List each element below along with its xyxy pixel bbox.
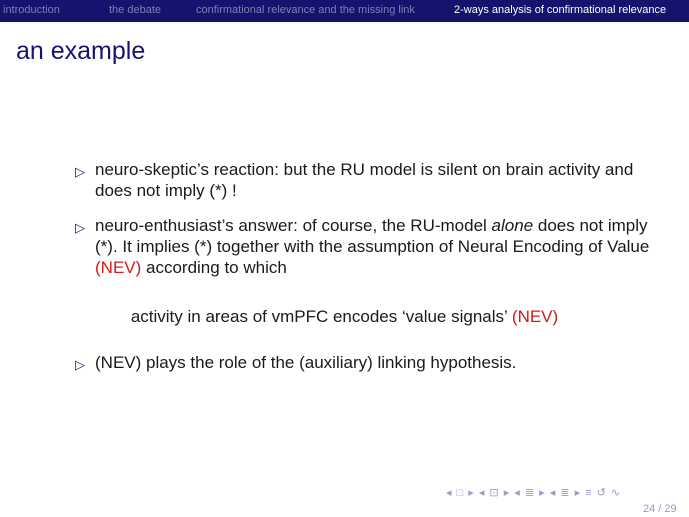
nav-item-2-ways-analysis[interactable]: 2-ways analysis of confirmational releva…: [454, 4, 667, 16]
page-number: 24 / 29: [643, 503, 677, 515]
hypothesis-tag: (NEV): [511, 307, 559, 326]
bullet-triangle-icon: ▷: [75, 164, 85, 179]
text-segment: according to which: [141, 258, 287, 277]
bullet-item-skeptic: neuro-skeptic’s reaction: but the RU mod…: [95, 160, 634, 200]
emphasis-alone: alone: [491, 216, 534, 235]
beamer-navigation-icons[interactable]: ◂ □ ▸ ◂ ⊡ ▸ ◂ ≣ ▸ ◂ ≣ ▸ ≡ ↺ ∿: [446, 487, 622, 499]
bullet-item-enthusiast: neuro-enthusiast’s answer: of course, th…: [95, 215, 655, 278]
hypothesis-statement: activity in areas of vmPFC encodes ‘valu…: [0, 306, 689, 327]
hypothesis-text: activity in areas of vmPFC encodes ‘valu…: [130, 307, 512, 326]
text-segment: neuro-enthusiast’s answer: of course, th…: [95, 216, 492, 235]
text-segment: does not imply (*). It implies (*) toget…: [95, 216, 650, 256]
nav-item-introduction[interactable]: introduction: [3, 4, 60, 16]
bullet-triangle-icon: ▷: [75, 357, 85, 372]
slide-title: an example: [16, 37, 146, 65]
bullet-item-linking: (NEV) plays the role of the (auxiliary) …: [95, 353, 517, 372]
bullet-triangle-icon: ▷: [75, 220, 85, 235]
section-navbar: introduction the debate confirmational r…: [0, 0, 689, 22]
nev-tag: (NEV): [95, 258, 142, 277]
nav-item-confirmational-relevance[interactable]: confirmational relevance and the missing…: [196, 4, 415, 16]
nav-item-the-debate[interactable]: the debate: [109, 4, 161, 16]
